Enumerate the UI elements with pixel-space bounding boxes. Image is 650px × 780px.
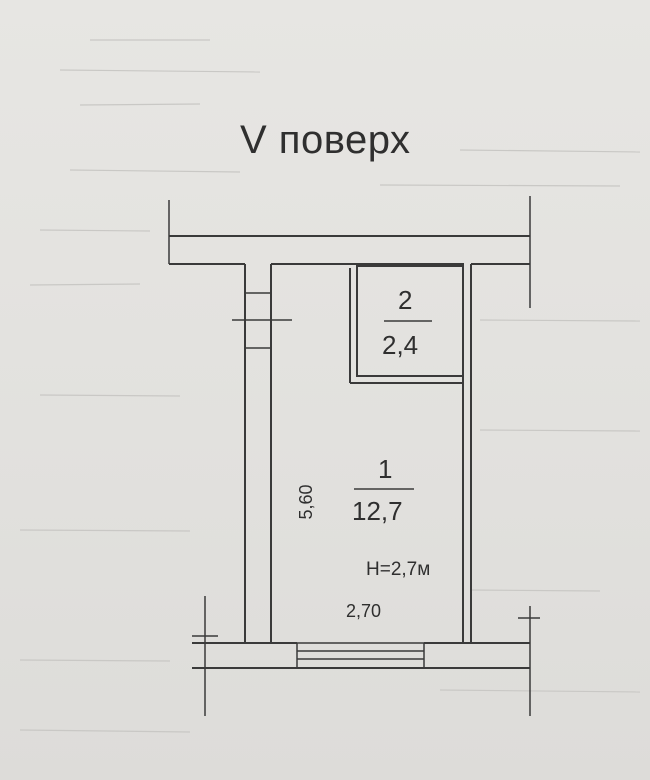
room-2-outline	[349, 265, 464, 384]
ceiling-height-label: Н=2,7м	[366, 559, 431, 580]
room-1-right-walls	[462, 264, 472, 643]
window	[296, 642, 425, 669]
room-2-area: 2,4	[382, 330, 419, 360]
floor-title: V поверх	[240, 118, 411, 162]
top-corridor-walls	[168, 196, 531, 308]
room-1-number: 1	[378, 454, 393, 484]
room-1-area: 12,7	[352, 496, 403, 526]
room-1-length-dimension: 5,60	[296, 484, 316, 520]
room-1-width-dimension: 2,70	[346, 601, 382, 621]
room-2-number: 2	[398, 285, 413, 315]
paper-bleed-through	[19, 39, 641, 733]
left-partition	[232, 264, 292, 643]
